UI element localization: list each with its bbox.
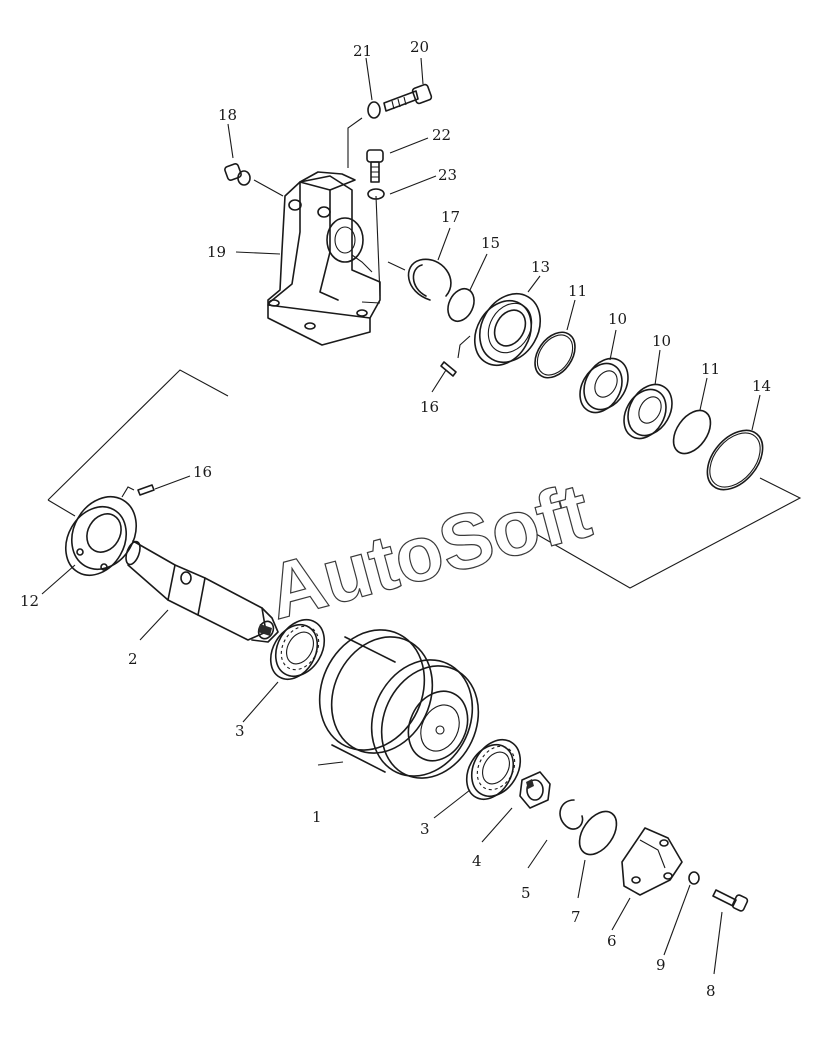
callout-2: 2 xyxy=(128,650,138,668)
seal-part-13 xyxy=(473,293,541,366)
pin-part-16-lower xyxy=(137,484,155,496)
callout-22: 22 xyxy=(432,126,451,144)
callout-16-lower: 16 xyxy=(193,463,212,481)
seal-part-10-second xyxy=(623,383,673,440)
snap-ring-part-17 xyxy=(407,258,452,301)
callout-11-upper: 11 xyxy=(568,282,587,300)
callout-20: 20 xyxy=(410,38,429,56)
callout-6: 6 xyxy=(607,932,617,950)
o-ring-part-11-lower xyxy=(672,409,712,455)
pin-part-16-upper xyxy=(440,361,457,377)
callout-14: 14 xyxy=(752,377,771,395)
o-ring-part-11-upper xyxy=(534,331,576,379)
collar-part-12 xyxy=(65,496,137,576)
roller-part-1 xyxy=(318,629,480,779)
assembly-lines xyxy=(47,117,802,589)
washer-part-9 xyxy=(688,871,700,885)
leader-lines xyxy=(41,57,761,975)
callout-19: 19 xyxy=(207,243,226,261)
cover-part-6 xyxy=(621,827,683,896)
callout-12: 12 xyxy=(20,592,39,610)
callout-10-first: 10 xyxy=(608,310,627,328)
bearing-part-3-upper xyxy=(269,618,326,681)
callout-13: 13 xyxy=(531,258,550,276)
bolt-part-8 xyxy=(712,889,749,912)
bolt-part-20 xyxy=(383,83,433,112)
washer-part-21 xyxy=(367,101,381,119)
callout-3-lower: 3 xyxy=(420,820,430,838)
callout-21: 21 xyxy=(353,42,372,60)
callout-16-upper: 16 xyxy=(420,398,439,416)
shaft-part-2 xyxy=(125,540,279,643)
callout-10-second: 10 xyxy=(652,332,671,350)
callout-5: 5 xyxy=(521,884,531,902)
callout-17: 17 xyxy=(441,208,460,226)
callout-11-lower: 11 xyxy=(701,360,720,378)
callout-3-upper: 3 xyxy=(235,722,245,740)
watermark-text: AutoSoft xyxy=(258,466,599,636)
o-ring-part-14 xyxy=(706,429,764,491)
o-ring-part-7 xyxy=(578,810,618,856)
callout-7: 7 xyxy=(571,908,581,926)
callout-23: 23 xyxy=(438,166,457,184)
callout-18: 18 xyxy=(218,106,237,124)
callout-labels: 1 2 3 3 4 5 6 7 8 9 10 10 11 11 12 13 14… xyxy=(20,38,771,1000)
nut-part-4 xyxy=(519,771,551,809)
bolt-part-18 xyxy=(224,163,251,186)
bracket-part-19 xyxy=(267,171,381,346)
bolt-part-22 xyxy=(366,149,384,183)
callout-15: 15 xyxy=(481,234,500,252)
callout-8: 8 xyxy=(706,982,716,1000)
bearing-part-3-lower xyxy=(465,738,522,801)
callout-9: 9 xyxy=(656,956,666,974)
callout-1: 1 xyxy=(312,808,322,826)
callout-4: 4 xyxy=(472,852,482,870)
seal-part-10-first xyxy=(579,357,629,414)
snap-ring-part-5 xyxy=(559,799,584,830)
o-ring-part-15 xyxy=(447,287,475,323)
